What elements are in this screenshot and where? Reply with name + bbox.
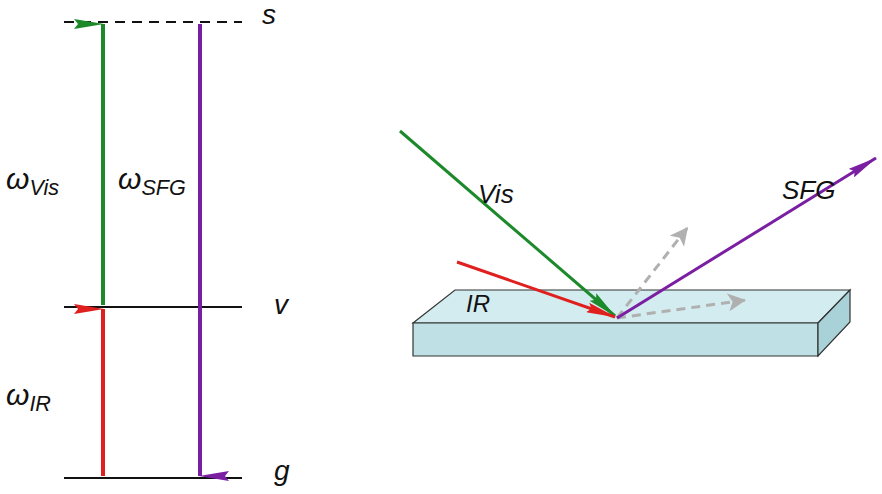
vis-transition xyxy=(101,24,105,305)
scattered-beam xyxy=(617,227,688,318)
beam-label: Vis xyxy=(478,180,514,209)
slab-side xyxy=(818,290,850,356)
sfg-beam xyxy=(617,158,876,318)
ir-transition xyxy=(101,309,105,476)
frequency-label: ωIR xyxy=(6,378,51,416)
sfg-transition xyxy=(198,24,202,476)
beam-label: SFG xyxy=(782,176,835,205)
scattered-beam xyxy=(617,300,746,318)
ground-level xyxy=(64,477,242,479)
level-label: g xyxy=(274,456,290,487)
level-label: v xyxy=(274,290,288,321)
slab-front xyxy=(413,323,818,356)
vis-beam xyxy=(400,131,615,316)
vibrational-level xyxy=(64,306,242,308)
ir-beam xyxy=(457,262,615,317)
frequency-label: ωSFG xyxy=(118,162,186,200)
beam-label: IR xyxy=(466,291,490,317)
slab-top xyxy=(413,290,850,323)
frequency-label: ωVis xyxy=(6,162,59,200)
virtual-level xyxy=(64,21,242,23)
level-label: s xyxy=(262,0,276,31)
